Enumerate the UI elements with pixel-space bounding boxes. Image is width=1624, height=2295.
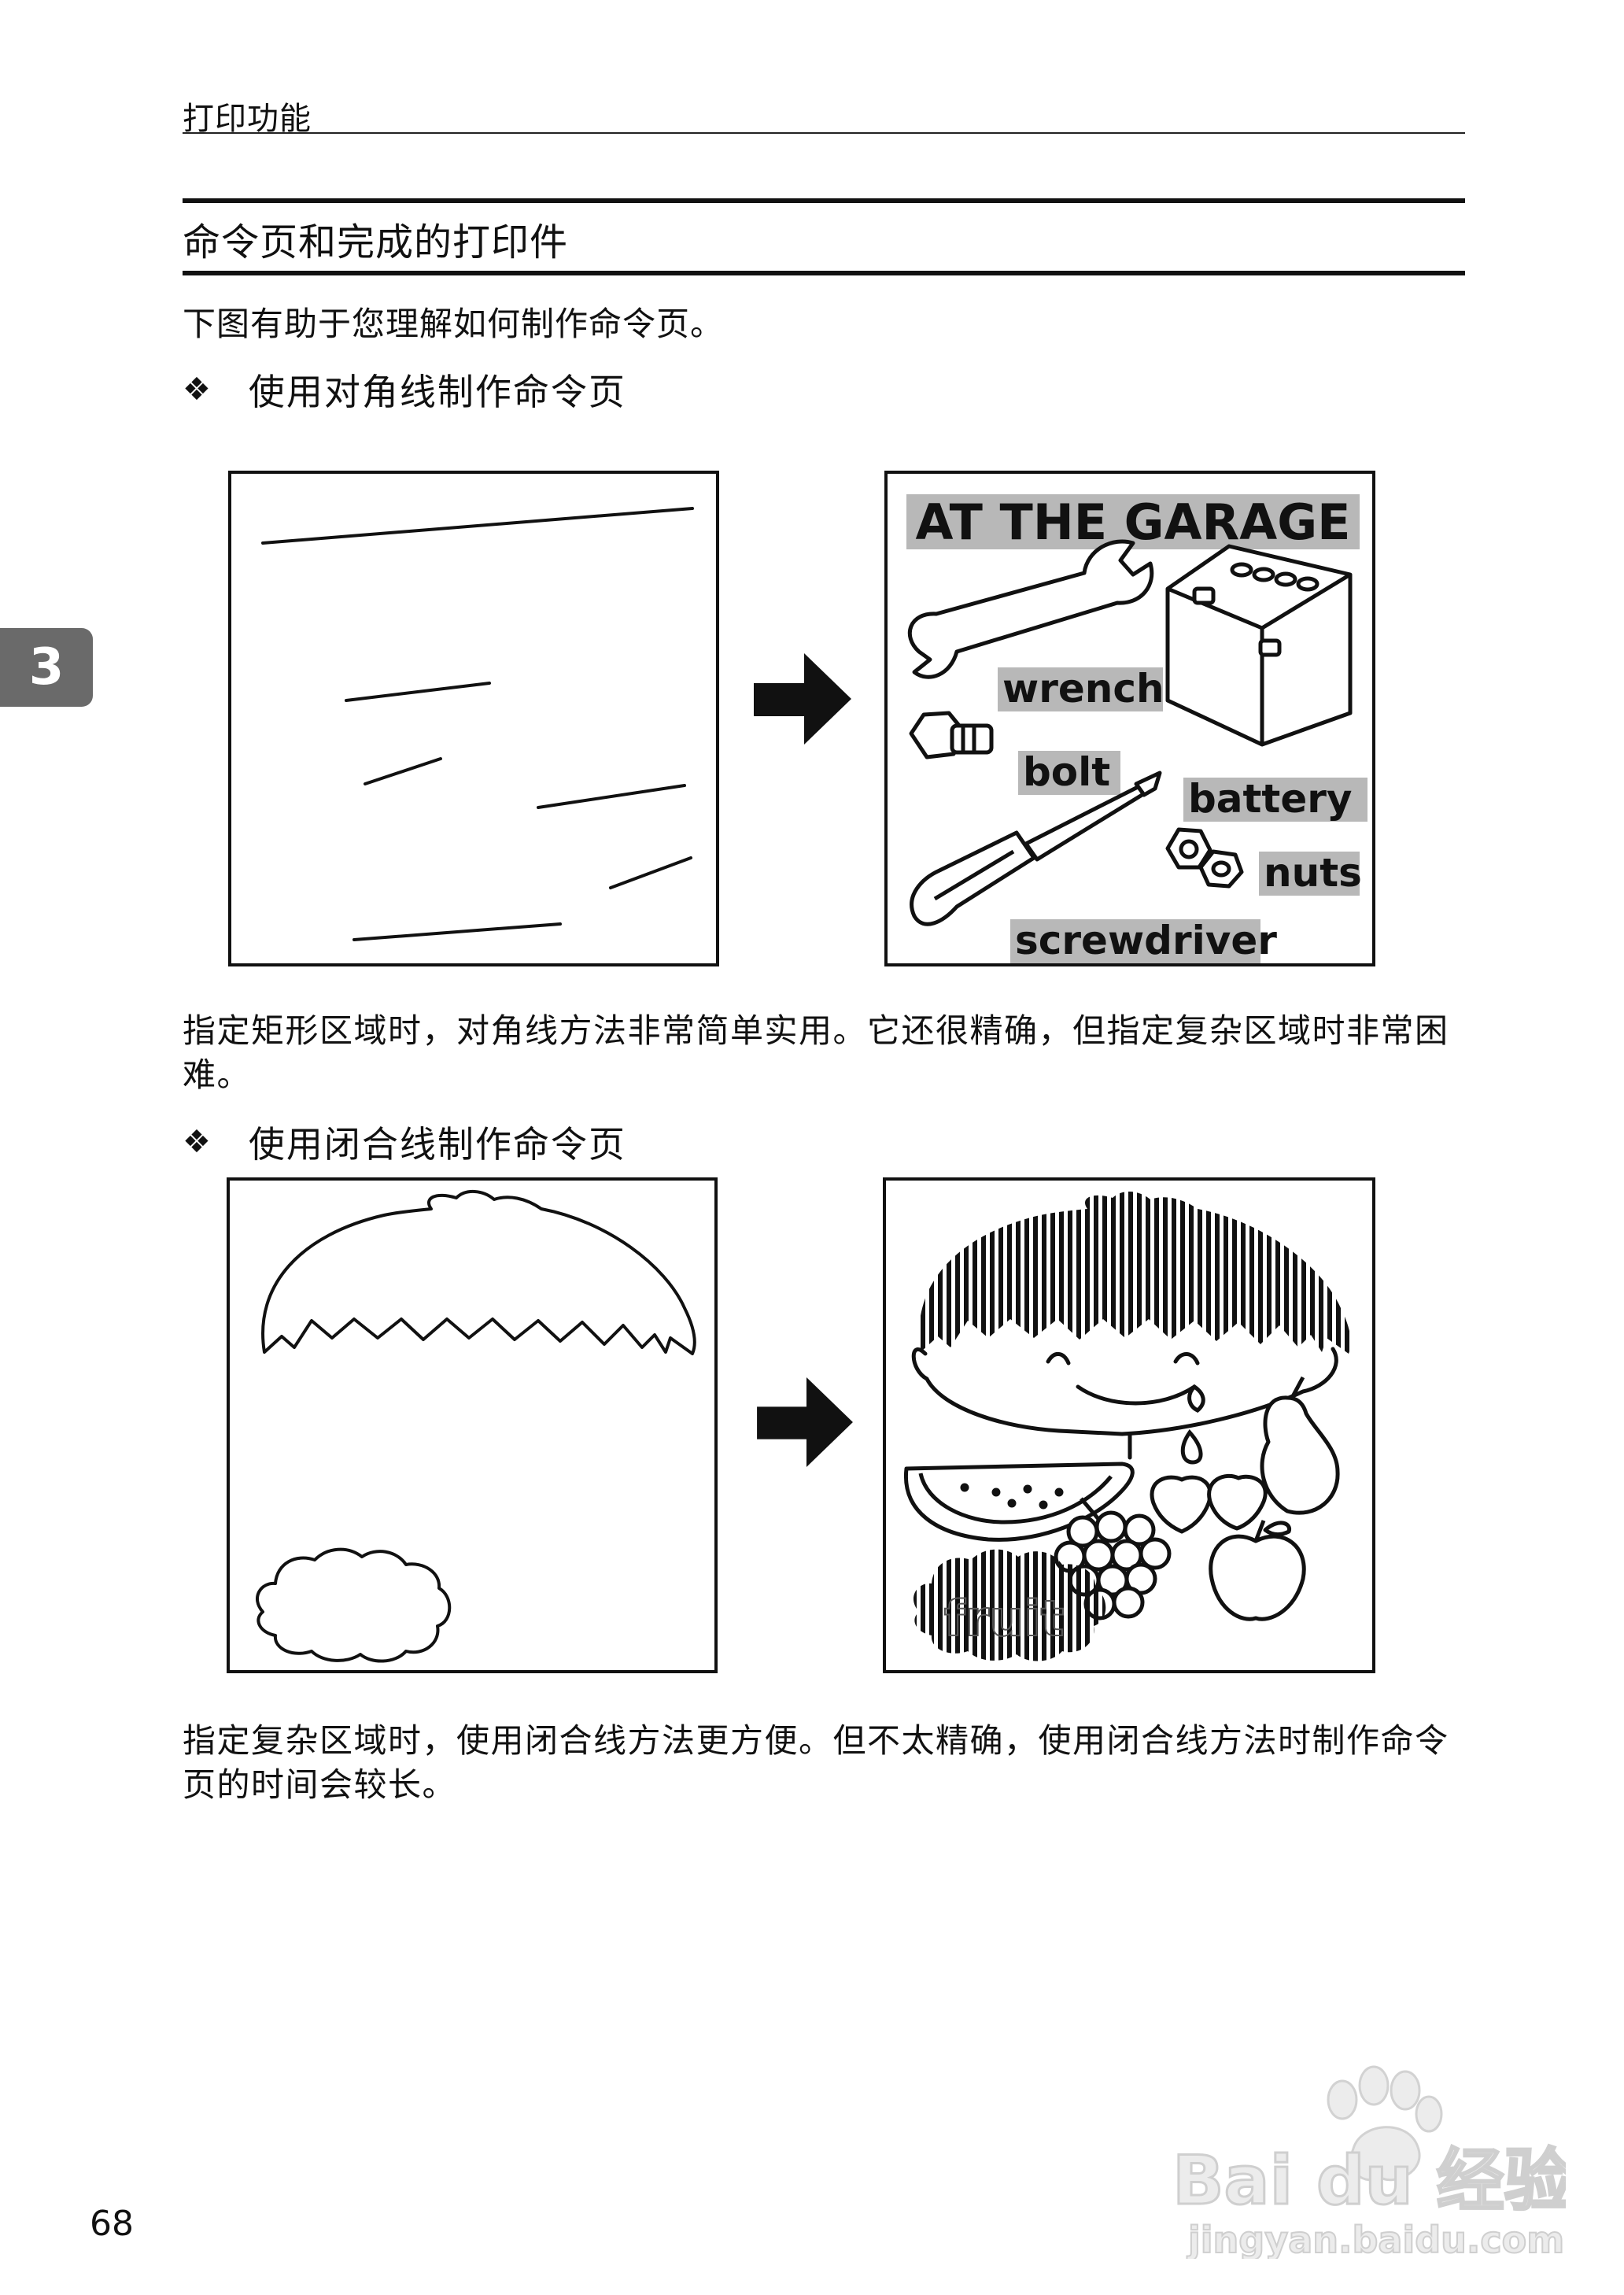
wrench-icon [907,539,1154,679]
method1-heading-text: 使用对角线制作命令页 [248,371,626,413]
grapes-icon [1054,1497,1172,1621]
section-rule-top [183,198,1465,203]
arrow-right-icon [757,1377,853,1467]
nuts-icon [1165,827,1244,889]
strawberry-icon [1150,1473,1268,1534]
bolt-icon [909,711,994,759]
page-number: 68 [90,2204,134,2244]
closed-line-command-sheet [227,1177,718,1673]
wrench-label: wrench [1002,666,1164,711]
paw-icon: Bai du 经验 jingyan.baidu.com [1172,2065,1573,2262]
fruit-label-fill [913,1549,1106,1661]
title-highlight [906,494,1360,549]
section-rule-bottom [183,271,1465,275]
fruit-illustration: fruit [903,1191,1351,1661]
section-title: 命令页和完成的打印件 [183,220,569,264]
method2-description: 指定复杂区域时，使用闭合线方法更方便。但不太精确，使用闭合线方法时制作命令页的时… [183,1721,1449,1804]
diamond-bullet-icon: ❖ [183,371,212,408]
nuts-label: nuts [1264,850,1362,896]
chapter-tab: 3 [0,628,93,707]
fruit-label: fruit [944,1590,1065,1647]
diagonal-lines-drawing [261,507,694,941]
diagonal-line [345,682,491,702]
diagonal-line [537,784,686,809]
garage-printed-result: AT THE GARAGE wrench battery b [884,471,1375,966]
diamond-bullet-icon: ❖ [183,1124,212,1160]
face-drawing [911,1347,1338,1465]
header-rule [183,132,1465,134]
pear-icon [1260,1376,1340,1515]
intro-text: 下图有助于您理解如何制作命令页。 [183,305,725,343]
battery-icon [1165,544,1353,747]
method2-heading-text: 使用闭合线制作命令页 [248,1123,626,1166]
diagonal-line [364,757,442,785]
diagonal-line [609,856,692,889]
method1-description: 指定矩形区域时，对角线方法非常简单实用。它还很精确，但指定复杂区域时非常困难。 [183,1011,1449,1094]
screwdriver-icon [910,771,1162,926]
watermark-url: jingyan.baidu.com [1187,2219,1564,2259]
apple-icon [1209,1520,1306,1621]
garage-illustration: AT THE GARAGE wrench battery b [906,493,1367,963]
arrow-right-icon [754,653,851,745]
closed-line-hair [261,1190,696,1355]
baidu-watermark: Bai du 经验 jingyan.baidu.com [1157,2054,1573,2262]
fruit-printed-result: fruit [883,1177,1375,1673]
closed-lines-drawing [256,1190,696,1663]
bolt-label: bolt [1023,749,1110,795]
running-head: 打印功能 [183,101,312,137]
diagonal-line [261,507,694,545]
method1-heading: ❖ 使用对角线制作命令页 [183,364,626,416]
method2-heading: ❖ 使用闭合线制作命令页 [183,1116,626,1168]
battery-label: battery [1188,776,1353,822]
closed-line-fruit-label [256,1547,452,1663]
watermark-brand: Bai du 经验 [1172,2142,1566,2220]
screwdriver-label: screwdriver [1015,918,1277,963]
diagonal-command-sheet [228,471,719,966]
diagonal-line [352,922,562,941]
